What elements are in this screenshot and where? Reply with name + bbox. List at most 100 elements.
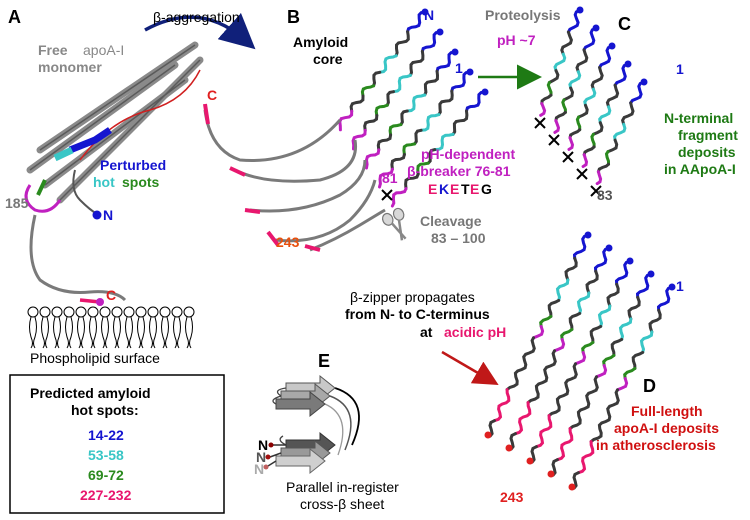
arrow-icon xyxy=(144,12,256,50)
lipid-tail xyxy=(149,316,157,349)
strand-segment xyxy=(450,70,472,93)
strand-segment xyxy=(635,272,653,299)
strand-segment xyxy=(575,115,582,132)
strand-end-dot xyxy=(608,42,616,50)
residue-185: 185 xyxy=(5,195,29,211)
strand-segment xyxy=(623,366,637,381)
arrow-to-d xyxy=(441,350,499,386)
strand-segment xyxy=(618,317,633,341)
beta-breaker-label: β-breaker 76-81 xyxy=(407,163,511,179)
lipid-head xyxy=(99,306,111,318)
strand-segment xyxy=(560,30,573,56)
strand-segment xyxy=(553,119,561,134)
strand-segment xyxy=(505,336,536,392)
strand-segment xyxy=(426,148,437,165)
legend-item-2: 53-58 xyxy=(88,447,124,463)
scissors-icon xyxy=(381,207,407,241)
legend-item-3: 69-72 xyxy=(88,467,124,483)
strand-end-dot xyxy=(626,257,634,265)
full-line3: in atherosclerosis xyxy=(596,437,716,453)
strand-segment xyxy=(631,350,645,370)
lipid-tail xyxy=(41,316,49,349)
strand-end-dot xyxy=(576,6,584,14)
panel-b-tails xyxy=(203,103,386,252)
strand-segment xyxy=(616,377,629,392)
strand-segment xyxy=(349,94,365,113)
strand-segment xyxy=(376,133,393,152)
strand-segment xyxy=(572,471,580,490)
lipid-head xyxy=(87,306,99,318)
monomer-label: monomer xyxy=(38,59,102,75)
strand-segment xyxy=(540,93,553,106)
lipid-head xyxy=(75,306,87,318)
lipid-tail xyxy=(77,316,85,349)
strand-segment xyxy=(589,324,603,344)
strand-segment xyxy=(574,351,587,366)
full-line2: apoA-I deposits xyxy=(614,420,719,436)
strand-segment xyxy=(568,128,582,140)
strand-segment xyxy=(648,308,662,334)
panel-label-e: E xyxy=(318,351,330,371)
lipid-head xyxy=(147,306,159,318)
cleavage-mark xyxy=(590,185,602,197)
strand-segment xyxy=(360,84,376,98)
legend-title-1: Predicted amyloid xyxy=(30,385,151,401)
strand-segment xyxy=(656,285,674,312)
strand-end-dot xyxy=(592,24,600,32)
lipid-head xyxy=(27,306,39,318)
strand-end-dot xyxy=(640,78,648,86)
strand-segment xyxy=(409,49,425,77)
phospholipid-label: Phospholipid surface xyxy=(30,350,160,366)
strand-end-dot xyxy=(481,88,489,96)
cleavage-mark xyxy=(548,134,560,146)
svg-text:E: E xyxy=(428,181,437,197)
strand-segment xyxy=(575,48,589,74)
strand-segment xyxy=(595,170,603,186)
strand-segment xyxy=(539,314,553,329)
free-label: Free xyxy=(38,42,68,58)
strand-segment xyxy=(399,109,409,127)
strand-segment xyxy=(351,128,367,151)
legend-item-1: 14-22 xyxy=(88,427,124,443)
beta-aggregation-label: β-aggregation xyxy=(153,9,240,25)
strand-segment xyxy=(553,52,567,73)
strand-segment xyxy=(551,458,559,477)
strand-segment xyxy=(392,73,412,94)
zipper-line2: from N- to C-terminus xyxy=(345,306,490,322)
nterm-line2: fragment xyxy=(678,127,738,143)
core-label: core xyxy=(313,51,343,67)
strand-segment xyxy=(492,388,511,423)
strand-segment xyxy=(639,330,654,354)
svg-text:G: G xyxy=(481,181,492,197)
residue-243-b: 243 xyxy=(276,234,300,250)
strand-segment xyxy=(597,304,612,328)
strand-segment xyxy=(437,89,454,117)
residue-1-d: 1 xyxy=(676,278,684,294)
apoa-label: apoA-I xyxy=(83,42,124,58)
residue-81: 81 xyxy=(382,170,398,186)
lipid-head xyxy=(63,306,75,318)
strand-segment xyxy=(555,427,574,462)
strand-segment xyxy=(596,162,610,174)
residue-1-b: 1 xyxy=(455,60,463,76)
amyloid-label: Amyloid xyxy=(293,34,348,50)
strand-segment xyxy=(419,113,441,132)
lipid-head xyxy=(171,306,183,318)
strand-segment xyxy=(629,80,646,105)
cleavage-scissors xyxy=(381,189,407,241)
strand-segment xyxy=(413,128,423,146)
c-terminus-label-b: C xyxy=(207,87,217,103)
strand-segment xyxy=(576,440,595,475)
lipid-head xyxy=(135,306,147,318)
lipid-tail xyxy=(161,316,169,349)
strand-segment xyxy=(547,69,560,84)
strand-segment xyxy=(526,349,557,405)
strand-end-dot xyxy=(436,28,444,36)
strand-end-dot xyxy=(568,483,576,491)
strand-segment xyxy=(604,150,610,166)
nterm-line1: N-terminal xyxy=(664,110,733,126)
strand-segment xyxy=(532,325,545,340)
strand-segment xyxy=(534,414,553,449)
nterm-line3: deposits xyxy=(678,144,736,160)
strand-segment xyxy=(585,269,599,295)
